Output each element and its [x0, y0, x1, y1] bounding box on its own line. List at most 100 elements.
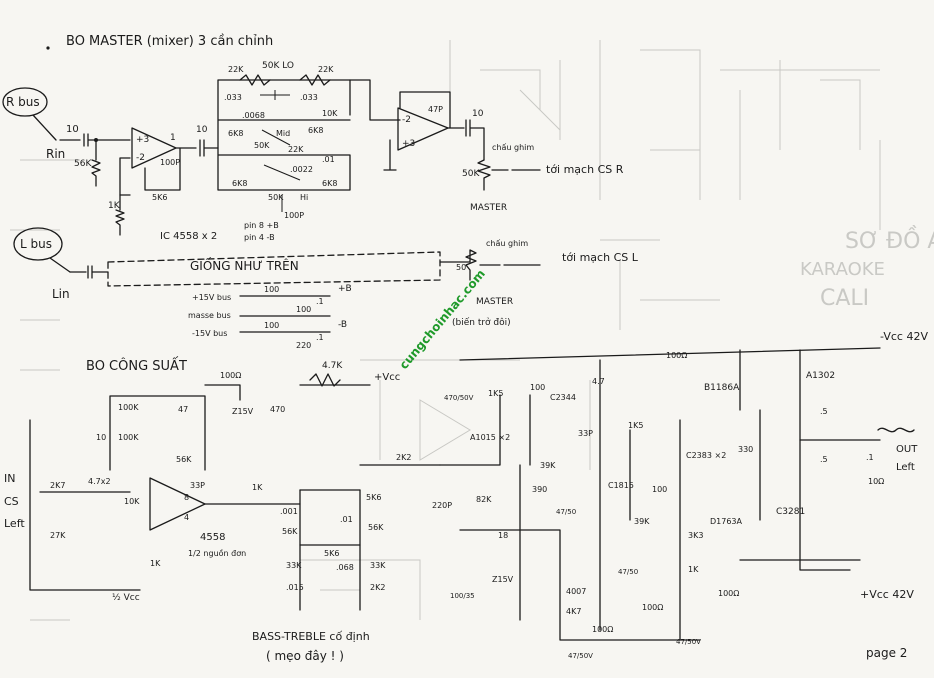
ic-note-pa: 1/2 nguồn đơn — [188, 548, 246, 558]
out-label: OUT — [896, 444, 918, 455]
cs-label: CS — [4, 495, 19, 508]
left-in-label: Left — [4, 517, 25, 530]
r-390: 390 — [532, 485, 547, 494]
r-56k-b: 56K — [282, 527, 298, 536]
pin4-note: pin 4 -B — [244, 233, 275, 242]
r-2k2-a: 2K2 — [370, 583, 385, 592]
c-47p: 47P — [428, 105, 443, 114]
r-in-value: 56K — [74, 159, 92, 169]
power-amp: -Vcc 42V 100Ω 4.7K +Vcc 100Ω Z15V 470 10… — [4, 330, 928, 663]
r-22k-c: 22K — [288, 145, 304, 154]
c-220p: 220P — [432, 501, 452, 510]
c-fb-value: 100P — [160, 158, 180, 167]
r-33k-b: 33K — [370, 561, 386, 570]
bus-c2: 100 — [296, 305, 311, 314]
r-bus-bubble — [2, 87, 48, 117]
vcc-label: +Vcc — [374, 372, 400, 383]
r-330: 330 — [738, 445, 753, 454]
r-100-e: 100Ω — [642, 603, 663, 612]
c-100p: 100P — [284, 211, 304, 220]
c-068: .068 — [336, 563, 354, 572]
pot-hi: Hi — [300, 193, 308, 202]
bus-r2: 100 — [264, 321, 279, 330]
pot-master-l: 50 — [456, 263, 466, 272]
r-33k-a: 33K — [286, 561, 302, 570]
r-82k: 82K — [476, 495, 492, 504]
r-18: 18 — [498, 531, 508, 540]
ic-4558 — [149, 477, 206, 531]
bleed-text-2: KARAOKE — [800, 259, 885, 280]
r-56k: 56K — [176, 455, 192, 464]
r-100-top2: 100Ω — [666, 351, 687, 360]
r-1k-b: 1K — [252, 483, 263, 492]
bleed-through-layer: SƠ ĐỒ AMPLI KARAOKE CALI — [10, 40, 934, 621]
op-amp-1 — [131, 127, 177, 169]
z-15: Z15V — [232, 407, 254, 416]
to-cs-l: tới mạch CS L — [562, 251, 639, 264]
r-27k: 27K — [50, 531, 66, 540]
c-033b: .033 — [300, 93, 318, 102]
r-2k2-b: 2K2 — [396, 453, 411, 462]
r-39k-b: 39K — [634, 517, 650, 526]
r-6k8-b: 6K8 — [308, 126, 323, 135]
r-1k5-b: 1K5 — [628, 421, 643, 430]
bus-15p: +15V bus — [192, 293, 231, 302]
c-470-50: 470/50V — [444, 394, 474, 402]
c-47-50: 47/50 — [556, 508, 576, 516]
half-vcc: ½ Vcc — [112, 593, 140, 603]
pot-mid: Mid — [276, 129, 290, 138]
same-as-above: GIỐNG NHƯ TRÊN — [190, 257, 299, 273]
rail-pos: +B — [338, 284, 352, 294]
ink-dot — [46, 46, 50, 50]
r-22k-a: 22K — [228, 65, 244, 74]
output-stage-r: -2 +3 47P 10 50K MASTER chấu ghim tới mạ… — [349, 79, 624, 213]
r-05-b: .5 — [820, 455, 828, 464]
r-56k-c: 56K — [368, 523, 384, 532]
bus-c1: .1 — [316, 297, 324, 306]
plug-r: chấu ghim — [492, 142, 534, 152]
power-title: BO CÔNG SUẤT — [86, 357, 187, 374]
c-0068: .0068 — [242, 111, 265, 120]
bus-power: +15V bus masse bus -15V bus 100 .1 100 1… — [188, 284, 352, 350]
bus-c3: .1 — [316, 333, 324, 342]
ic-note: IC 4558 x 2 — [160, 231, 217, 242]
r-2k7: 2K7 — [50, 481, 65, 490]
r-10-out: 10Ω — [868, 477, 884, 486]
r-4k7-c: 4K7 — [566, 607, 581, 616]
bus-gnd: masse bus — [188, 311, 231, 320]
pot-lo: 50K LO — [262, 61, 294, 71]
bus-r1: 100 — [264, 285, 279, 294]
r-gnd-value: 1K — [108, 201, 121, 211]
r-4k7: 4.7K — [322, 361, 343, 371]
r-1k-d: 1K — [688, 565, 699, 574]
c-out1-value: 10 — [196, 125, 208, 135]
master-label-r: MASTER — [470, 203, 507, 213]
r-6k8-a: 6K8 — [228, 129, 243, 138]
bleed-text-1: SƠ ĐỒ AMPLI — [845, 226, 934, 254]
r-1k5-a: 1K5 — [488, 389, 503, 398]
tip-note: ( mẹo đây ! ) — [266, 649, 344, 663]
r-5k6-a: 5K6 — [366, 493, 381, 502]
r-in-label: Rin — [46, 147, 65, 161]
q-c1815: C1815 — [608, 481, 634, 490]
c-47: 47 — [178, 405, 188, 414]
master-title: BO MASTER (mixer) 3 cần chỉnh — [66, 34, 273, 49]
r-100-b: 100 — [530, 383, 545, 392]
r-10k-pa: 10K — [124, 497, 140, 506]
op-amp-2 — [397, 107, 449, 151]
r-bus-label: R bus — [6, 95, 40, 109]
pot-master-r: 50K — [462, 169, 480, 179]
op1-minus: -2 — [136, 153, 145, 163]
r-3k3: 3K3 — [688, 531, 703, 540]
bleed-text-3: CALI — [820, 286, 869, 311]
c-001: .001 — [280, 507, 298, 516]
pot-50k-hi: 50K — [268, 193, 284, 202]
page-number: page 2 — [866, 646, 907, 660]
c-0022: .0022 — [290, 165, 313, 174]
q-c2344: C2344 — [550, 393, 576, 402]
bus-c4: 220 — [296, 341, 311, 350]
c-01-pa: .01 — [340, 515, 353, 524]
out-left-label: Left — [896, 462, 915, 473]
